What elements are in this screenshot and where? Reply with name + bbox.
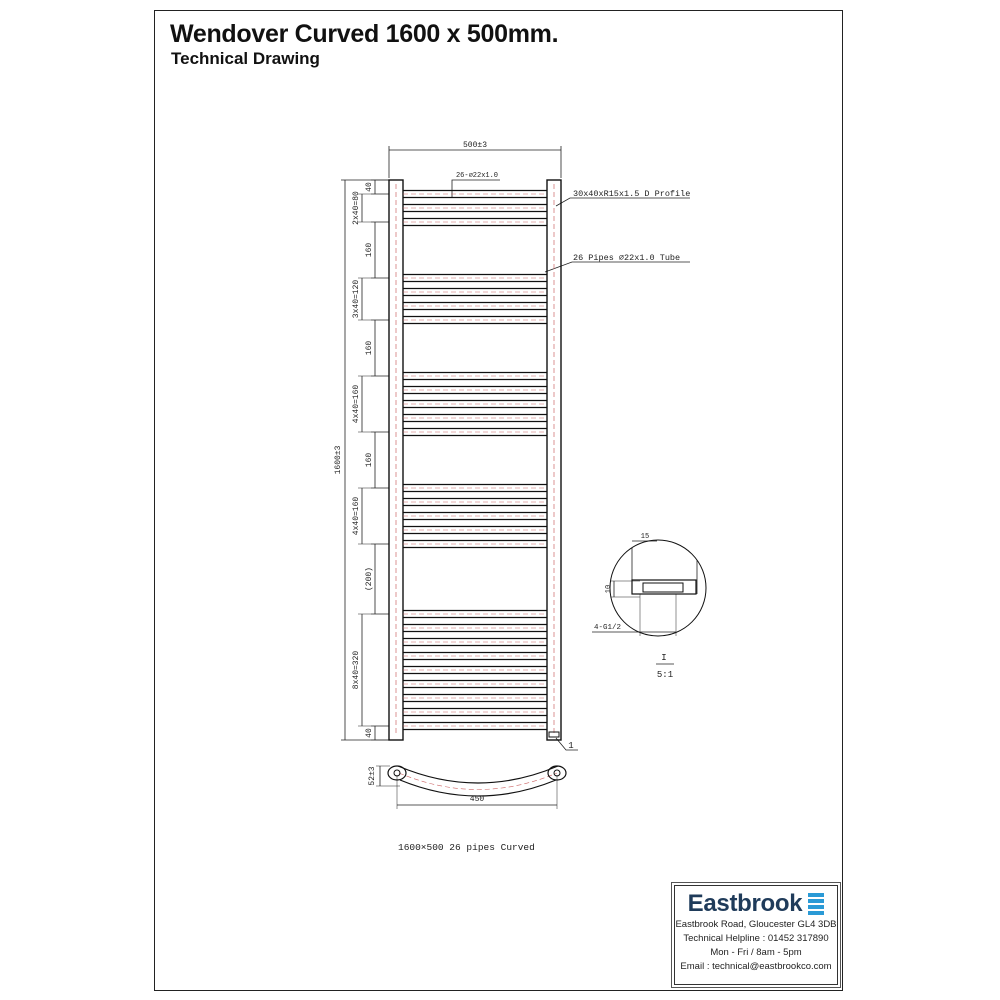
plan-depth-label: 52±3 — [368, 766, 377, 785]
plan-right-bore — [553, 769, 561, 777]
right-stile — [546, 179, 562, 741]
chain-dimension-label: 160 — [365, 341, 374, 356]
brand-address: Eastbrook Road, Gloucester GL4 3DB — [675, 919, 837, 930]
plan-right-stile — [547, 765, 567, 781]
profile-callout-label: 30x40xR15x1.5 D Profile — [573, 189, 690, 199]
page-title: Wendover Curved 1600 x 500mm. — [170, 20, 559, 48]
brand-outer-border — [671, 882, 841, 988]
chain-dimension-label: 4x40=160 — [352, 385, 361, 424]
brand-hours: Mon - Fri / 8am - 5pm — [710, 947, 802, 958]
chain-dimension-label: (200) — [365, 567, 374, 591]
plan-left-bore — [393, 769, 401, 777]
chain-dimension-label: 160 — [365, 243, 374, 258]
plan-curve-top — [397, 765, 559, 784]
plan-centres-label: 450 — [470, 795, 485, 804]
pipes-callout-label: 26 Pipes ⌀22x1.0 Tube — [573, 253, 680, 263]
brand-email: Email : technical@eastbrookco.com — [680, 961, 832, 972]
detail-circle — [609, 539, 707, 637]
page-subtitle: Technical Drawing — [171, 49, 320, 68]
detail-height-label: 10 — [605, 585, 613, 593]
plan-left-stile — [387, 765, 407, 781]
left-stile — [388, 179, 404, 741]
detail-width-label: 15 — [641, 533, 649, 541]
detail-scale-label: 5:1 — [657, 670, 673, 680]
chain-dimension-label: 2x40=80 — [352, 191, 361, 225]
detail-section — [631, 579, 697, 595]
overall-width-label: 500±3 — [463, 141, 487, 150]
drawing-caption: 1600×500 26 pipes Curved — [398, 842, 535, 853]
detail-insert — [642, 582, 684, 593]
plan-centreline — [398, 772, 558, 790]
chain-dimension-label: 8x40=320 — [352, 651, 361, 690]
chain-dimension-label: 3x40=120 — [352, 280, 361, 319]
drawing-frame — [154, 10, 843, 991]
brand-panel: Eastbrook Eastbrook Road, Gloucester GL4… — [674, 885, 838, 985]
overall-height-label: 1600±3 — [334, 445, 343, 474]
chain-dimension-label: 160 — [365, 453, 374, 468]
profile-callout-leader — [555, 197, 690, 207]
chain-dimension-label: 40 — [365, 728, 374, 738]
chain-dimension-label: 40 — [365, 182, 374, 192]
waves-logo-icon — [808, 893, 825, 915]
pipes-callout-leader — [544, 261, 690, 273]
detail-marker-label: 1 — [568, 741, 573, 751]
pipe-spec-leader — [451, 179, 500, 198]
detail-marker-leader — [555, 737, 578, 751]
brand-logo-text: Eastbrook — [687, 890, 803, 917]
brand-helpline: Technical Helpline : 01452 317890 — [683, 933, 829, 944]
pipe-spec-label: 26-⌀22x1.0 — [456, 172, 498, 180]
detail-scale-numerator: I — [661, 653, 666, 663]
thread-label: 4-G1/2 — [594, 624, 621, 632]
valve-port — [548, 731, 560, 738]
plan-curve-bottom — [399, 779, 557, 797]
chain-dimension-label: 4x40=160 — [352, 497, 361, 536]
